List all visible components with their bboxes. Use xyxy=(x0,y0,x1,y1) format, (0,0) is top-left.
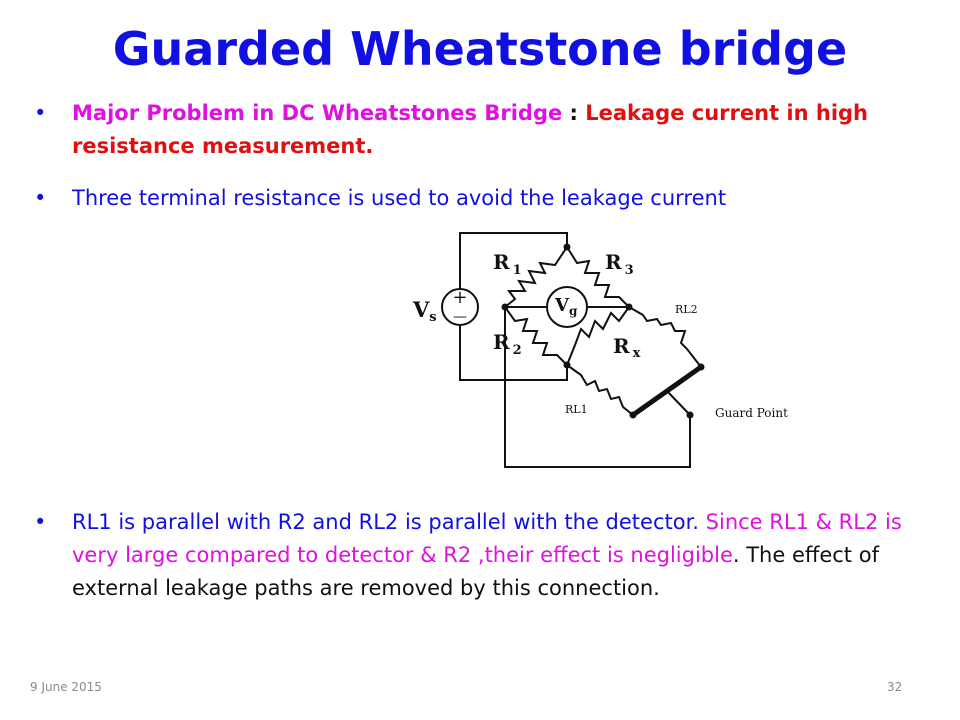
junction-dot xyxy=(563,243,571,251)
detector-circle xyxy=(546,286,588,328)
removed-text: . The effect of external leakage paths a… xyxy=(72,543,879,600)
parallel-text: RL1 is parallel with R2 and RL2 is paral… xyxy=(72,510,699,534)
slide-title: Guarded Wheatstone bridge xyxy=(112,22,848,76)
problem-text: Major Problem in DC Wheatstones Bridge xyxy=(72,101,570,125)
guard-point-dot xyxy=(686,411,694,419)
footer-date: 9 June 2015 xyxy=(30,680,102,694)
guard-point-label: Guard Point xyxy=(715,406,788,420)
source-minus-sign: — xyxy=(453,309,467,325)
junction-dot xyxy=(625,303,633,311)
rl2-label: RL2 xyxy=(675,303,698,316)
vg-label: Vg xyxy=(554,295,578,318)
junction-dot xyxy=(697,363,705,371)
bullet-text: RL1 is parallel with R2 and RL2 is paral… xyxy=(72,506,924,605)
junction-dot xyxy=(629,411,637,419)
bullet-dot: • xyxy=(34,186,47,210)
negligible-text: Since RL1 & RL2 is very large compared t… xyxy=(72,510,902,567)
guard-loop-wire xyxy=(504,307,691,468)
resistor-rx xyxy=(566,306,630,366)
source-plus-sign: + xyxy=(452,287,467,308)
resistor-rl2 xyxy=(628,306,702,368)
resistor-r1 xyxy=(504,246,568,308)
bullet-rl-parallel: • RL1 is parallel with R2 and RL2 is par… xyxy=(34,506,924,605)
guard-point-wire xyxy=(666,390,691,416)
bullet-dot: • xyxy=(34,510,47,534)
bullet-text: Major Problem in DC Wheatstones Bridge :… xyxy=(72,97,924,163)
resistor-r3 xyxy=(566,246,630,308)
junction-dot xyxy=(501,303,509,311)
resistor-rl1 xyxy=(566,364,634,416)
bullet-three-terminal: • Three terminal resistance is used to a… xyxy=(34,182,924,215)
junction-dot xyxy=(563,361,571,369)
bullet-text: Three terminal resistance is used to avo… xyxy=(72,186,727,210)
bullet-dot: • xyxy=(34,101,47,125)
footer-page-number: 32 xyxy=(887,680,903,694)
bullet-leakage-problem: • Major Problem in DC Wheatstones Bridge… xyxy=(34,97,924,163)
rl1-label: RL1 xyxy=(565,403,588,416)
leakage-text: Leakage current in high resistance measu… xyxy=(72,101,869,158)
source-circle xyxy=(441,288,479,326)
colon-text: : xyxy=(569,101,586,125)
vs-label: Vs xyxy=(412,297,437,325)
resistor-r2 xyxy=(504,306,568,366)
